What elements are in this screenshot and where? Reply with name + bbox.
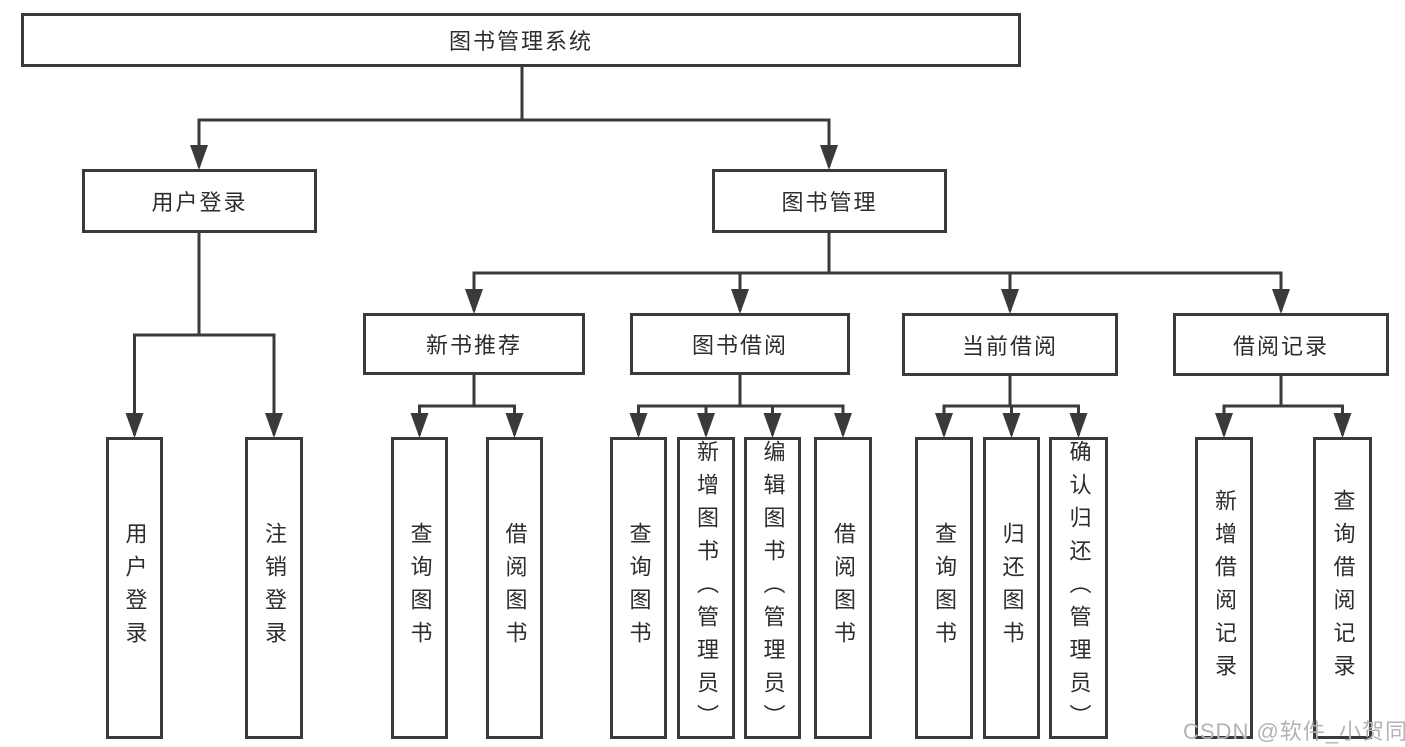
node-new-book-recommend: 新书推荐	[363, 313, 585, 375]
leaf-label: 新增借阅记录	[1212, 489, 1237, 687]
leaf-label: 用户登录	[122, 522, 148, 654]
leaf-query-books-borrowing: 查询图书	[610, 437, 667, 739]
leaf-return-books: 归还图书	[983, 437, 1040, 739]
leaf-borrow-books-borrowing: 借阅图书	[814, 437, 872, 739]
leaf-label: 借阅图书	[831, 522, 856, 654]
arrow-icon	[763, 413, 782, 438]
node-current-borrowing: 当前借阅	[902, 313, 1118, 376]
leaf-add-books-admin: 新增图书（管理员）	[677, 437, 735, 739]
node-label: 图书管理	[781, 190, 878, 215]
leaf-confirm-return-admin: 确认归还（管理员）	[1049, 437, 1108, 739]
node-library-management-system: 图书管理系统	[21, 13, 1021, 67]
arrow-icon	[265, 413, 283, 438]
connector-borrowing-records-to-leaves	[1222, 375, 1344, 435]
arrow-icon	[505, 413, 524, 438]
node-label: 图书管理系统	[448, 29, 593, 54]
arrow-icon	[1272, 289, 1290, 314]
arrow-icon	[935, 413, 953, 438]
arrow-icon	[1215, 413, 1233, 438]
arrow-icon	[820, 145, 838, 170]
connector-root-to-level2	[197, 66, 831, 167]
node-user-login: 用户登录	[82, 169, 317, 233]
leaf-edit-books-admin: 编辑图书（管理员）	[744, 437, 801, 739]
arrow-icon	[834, 413, 852, 438]
leaf-label: 借阅图书	[502, 522, 528, 654]
leaf-query-borrow-record: 查询借阅记录	[1313, 437, 1372, 739]
arrow-icon	[629, 413, 648, 438]
leaf-label: 归还图书	[999, 522, 1025, 654]
leaf-label: 注销登录	[262, 522, 287, 654]
arrow-icon	[465, 289, 483, 314]
leaf-query-books-current: 查询图书	[915, 437, 973, 739]
arrowheads	[125, 145, 1352, 438]
arrow-icon	[410, 413, 429, 438]
connector-book-management-to-level3	[472, 233, 1283, 311]
arrow-icon	[190, 145, 208, 170]
leaf-label: 新增图书（管理员）	[694, 439, 719, 737]
connector-user-login-to-leaves	[133, 233, 276, 435]
leaf-borrow-books-recommend: 借阅图书	[486, 437, 543, 739]
node-book-borrowing: 图书借阅	[630, 313, 850, 375]
arrow-icon	[1002, 413, 1021, 438]
node-label: 当前借阅	[961, 333, 1058, 359]
leaf-label: 确认归还（管理员）	[1066, 439, 1092, 737]
arrow-icon	[731, 289, 749, 314]
node-label: 借阅记录	[1232, 333, 1329, 359]
node-label: 新书推荐	[425, 333, 522, 358]
connector-new-book-recommend-to-leaves	[418, 375, 516, 435]
leaf-add-borrow-record: 新增借阅记录	[1195, 437, 1253, 739]
arrow-icon	[697, 413, 715, 438]
leaf-query-books-recommend: 查询图书	[391, 437, 448, 739]
leaf-logout-login: 注销登录	[245, 437, 303, 739]
connector-book-borrowing-to-leaves	[637, 375, 845, 435]
leaf-user-login: 用户登录	[106, 437, 163, 739]
node-label: 图书借阅	[691, 333, 788, 358]
arrow-icon	[125, 413, 144, 438]
node-borrowing-records: 借阅记录	[1173, 313, 1389, 376]
arrow-icon	[1333, 413, 1352, 438]
leaf-label: 查询借阅记录	[1330, 489, 1356, 687]
leaf-label: 查询图书	[932, 522, 957, 654]
node-book-management: 图书管理	[712, 169, 947, 233]
arrow-icon	[1069, 413, 1088, 438]
leaf-label: 编辑图书（管理员）	[760, 439, 786, 737]
node-label: 用户登录	[151, 190, 248, 215]
arrow-icon	[1001, 289, 1019, 314]
leaf-label: 查询图书	[626, 522, 652, 654]
leaf-label: 查询图书	[407, 522, 433, 654]
